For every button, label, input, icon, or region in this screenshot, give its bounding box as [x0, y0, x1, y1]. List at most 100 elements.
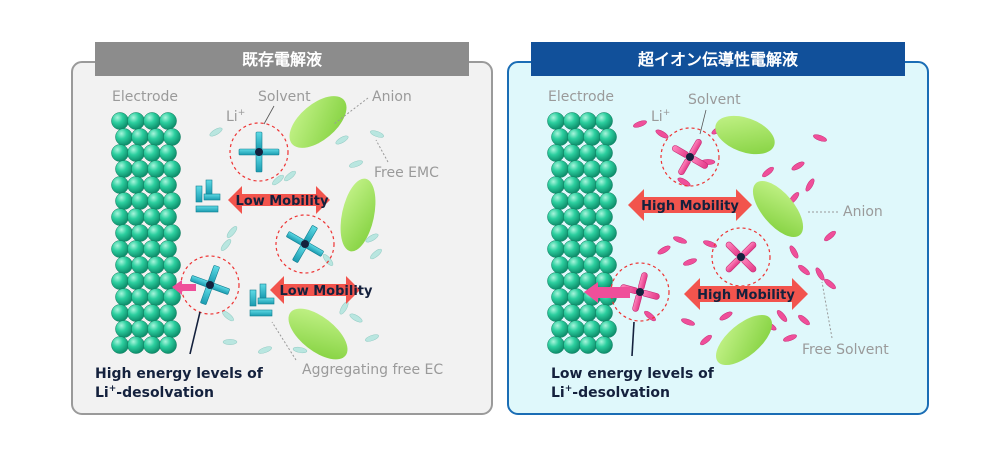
- electrode-ball: [160, 209, 177, 226]
- electrode-ball: [128, 113, 145, 130]
- electrode-ball: [164, 129, 181, 146]
- electrode-ball: [160, 337, 177, 354]
- electrode-ball: [548, 113, 565, 130]
- ec-block: [196, 206, 218, 212]
- electrode-ball: [148, 257, 165, 274]
- electrode-ball: [584, 257, 601, 274]
- electrode-ball: [116, 321, 133, 338]
- electrode-ball: [116, 129, 133, 146]
- electrode-ball: [584, 225, 601, 242]
- solvent-molecule: [256, 154, 262, 172]
- electrode-ball: [596, 273, 613, 290]
- ec-block: [260, 284, 266, 298]
- electrode-ball: [552, 321, 569, 338]
- left-panel-title: 既存電解液: [242, 50, 323, 69]
- electrode-ball: [564, 241, 581, 258]
- electrode-ball: [144, 177, 161, 194]
- ec-block: [258, 298, 274, 304]
- electrode-ball: [112, 209, 129, 226]
- li-ion: [737, 253, 745, 261]
- electrode-ball: [552, 129, 569, 146]
- electrode-ball: [144, 241, 161, 258]
- electrode-ball: [584, 129, 601, 146]
- left-anion-label: Anion: [372, 89, 412, 105]
- electrode-ball: [144, 113, 161, 130]
- electrode-ball: [564, 177, 581, 194]
- electrode-ball: [116, 161, 133, 178]
- right-panel-title: 超イオン伝導性電解液: [637, 50, 799, 69]
- electrode-ball: [148, 193, 165, 210]
- li-ion: [686, 153, 694, 161]
- electrode-ball: [552, 161, 569, 178]
- electrode-ball: [132, 129, 149, 146]
- electrode-ball: [144, 145, 161, 162]
- electrode-ball: [112, 241, 129, 258]
- electrode-ball: [584, 321, 601, 338]
- electrode-ball: [116, 257, 133, 274]
- electrode-ball: [164, 225, 181, 242]
- right-solvent-label: Solvent: [688, 92, 741, 108]
- electrode-ball: [568, 289, 585, 306]
- electrode-ball: [116, 193, 133, 210]
- right-panel: 超イオン伝導性電解液 Electrode High Mobility High …: [508, 42, 928, 414]
- electrode-ball: [552, 257, 569, 274]
- electrode-ball: [548, 209, 565, 226]
- ec-block: [204, 194, 220, 200]
- electrode-ball: [568, 129, 585, 146]
- left-electrode: [112, 113, 181, 354]
- electrode-ball: [164, 257, 181, 274]
- electrode-ball: [564, 209, 581, 226]
- electrode-ball: [584, 161, 601, 178]
- electrode-ball: [596, 305, 613, 322]
- electrode-ball: [144, 337, 161, 354]
- electrode-ball: [600, 225, 617, 242]
- electrode-ball: [144, 273, 161, 290]
- electrode-ball: [596, 337, 613, 354]
- electrode-ball: [148, 321, 165, 338]
- electrode-ball: [552, 193, 569, 210]
- left-solvent-label: Solvent: [258, 89, 311, 105]
- li-ion: [301, 240, 309, 248]
- right-mobility-label-2: High Mobility: [697, 288, 795, 303]
- solvent-molecule: [239, 149, 257, 155]
- electrode-ball: [116, 225, 133, 242]
- electrode-ball: [564, 113, 581, 130]
- ec-block: [250, 310, 272, 316]
- electrode-ball: [128, 305, 145, 322]
- ec-block: [196, 186, 202, 202]
- electrode-ball: [132, 161, 149, 178]
- left-free-emc-label: Free EMC: [374, 165, 439, 181]
- electrode-ball: [568, 321, 585, 338]
- ec-block: [206, 180, 212, 194]
- right-desolvation-line1: Low energy levels of: [551, 366, 715, 382]
- left-panel: 既存電解液 Electrode Low Mobility Low Mobilit…: [72, 42, 492, 414]
- electrode-ball: [564, 305, 581, 322]
- electrode-ball: [128, 177, 145, 194]
- electrode-ball: [552, 289, 569, 306]
- electrode-ball: [160, 305, 177, 322]
- electrode-ball: [600, 129, 617, 146]
- ec-block: [250, 290, 256, 306]
- electrode-ball: [600, 257, 617, 274]
- electrode-ball: [160, 145, 177, 162]
- electrode-ball: [116, 289, 133, 306]
- electrode-ball: [580, 145, 597, 162]
- electrode-ball: [600, 161, 617, 178]
- electrode-ball: [160, 241, 177, 258]
- electrode-ball: [564, 337, 581, 354]
- right-anion-label: Anion: [843, 204, 883, 220]
- right-electrode: [548, 113, 617, 354]
- left-electrode-label: Electrode: [112, 89, 178, 105]
- electrode-ball: [600, 321, 617, 338]
- electrode-ball: [548, 241, 565, 258]
- electrode-ball: [164, 193, 181, 210]
- electrode-ball: [148, 129, 165, 146]
- electrode-ball: [112, 273, 129, 290]
- li-ion: [636, 288, 644, 296]
- electrode-ball: [596, 113, 613, 130]
- electrode-ball: [164, 161, 181, 178]
- electrode-ball: [112, 113, 129, 130]
- right-electrode-label: Electrode: [548, 89, 614, 105]
- electrode-ball: [580, 305, 597, 322]
- electrode-ball: [548, 273, 565, 290]
